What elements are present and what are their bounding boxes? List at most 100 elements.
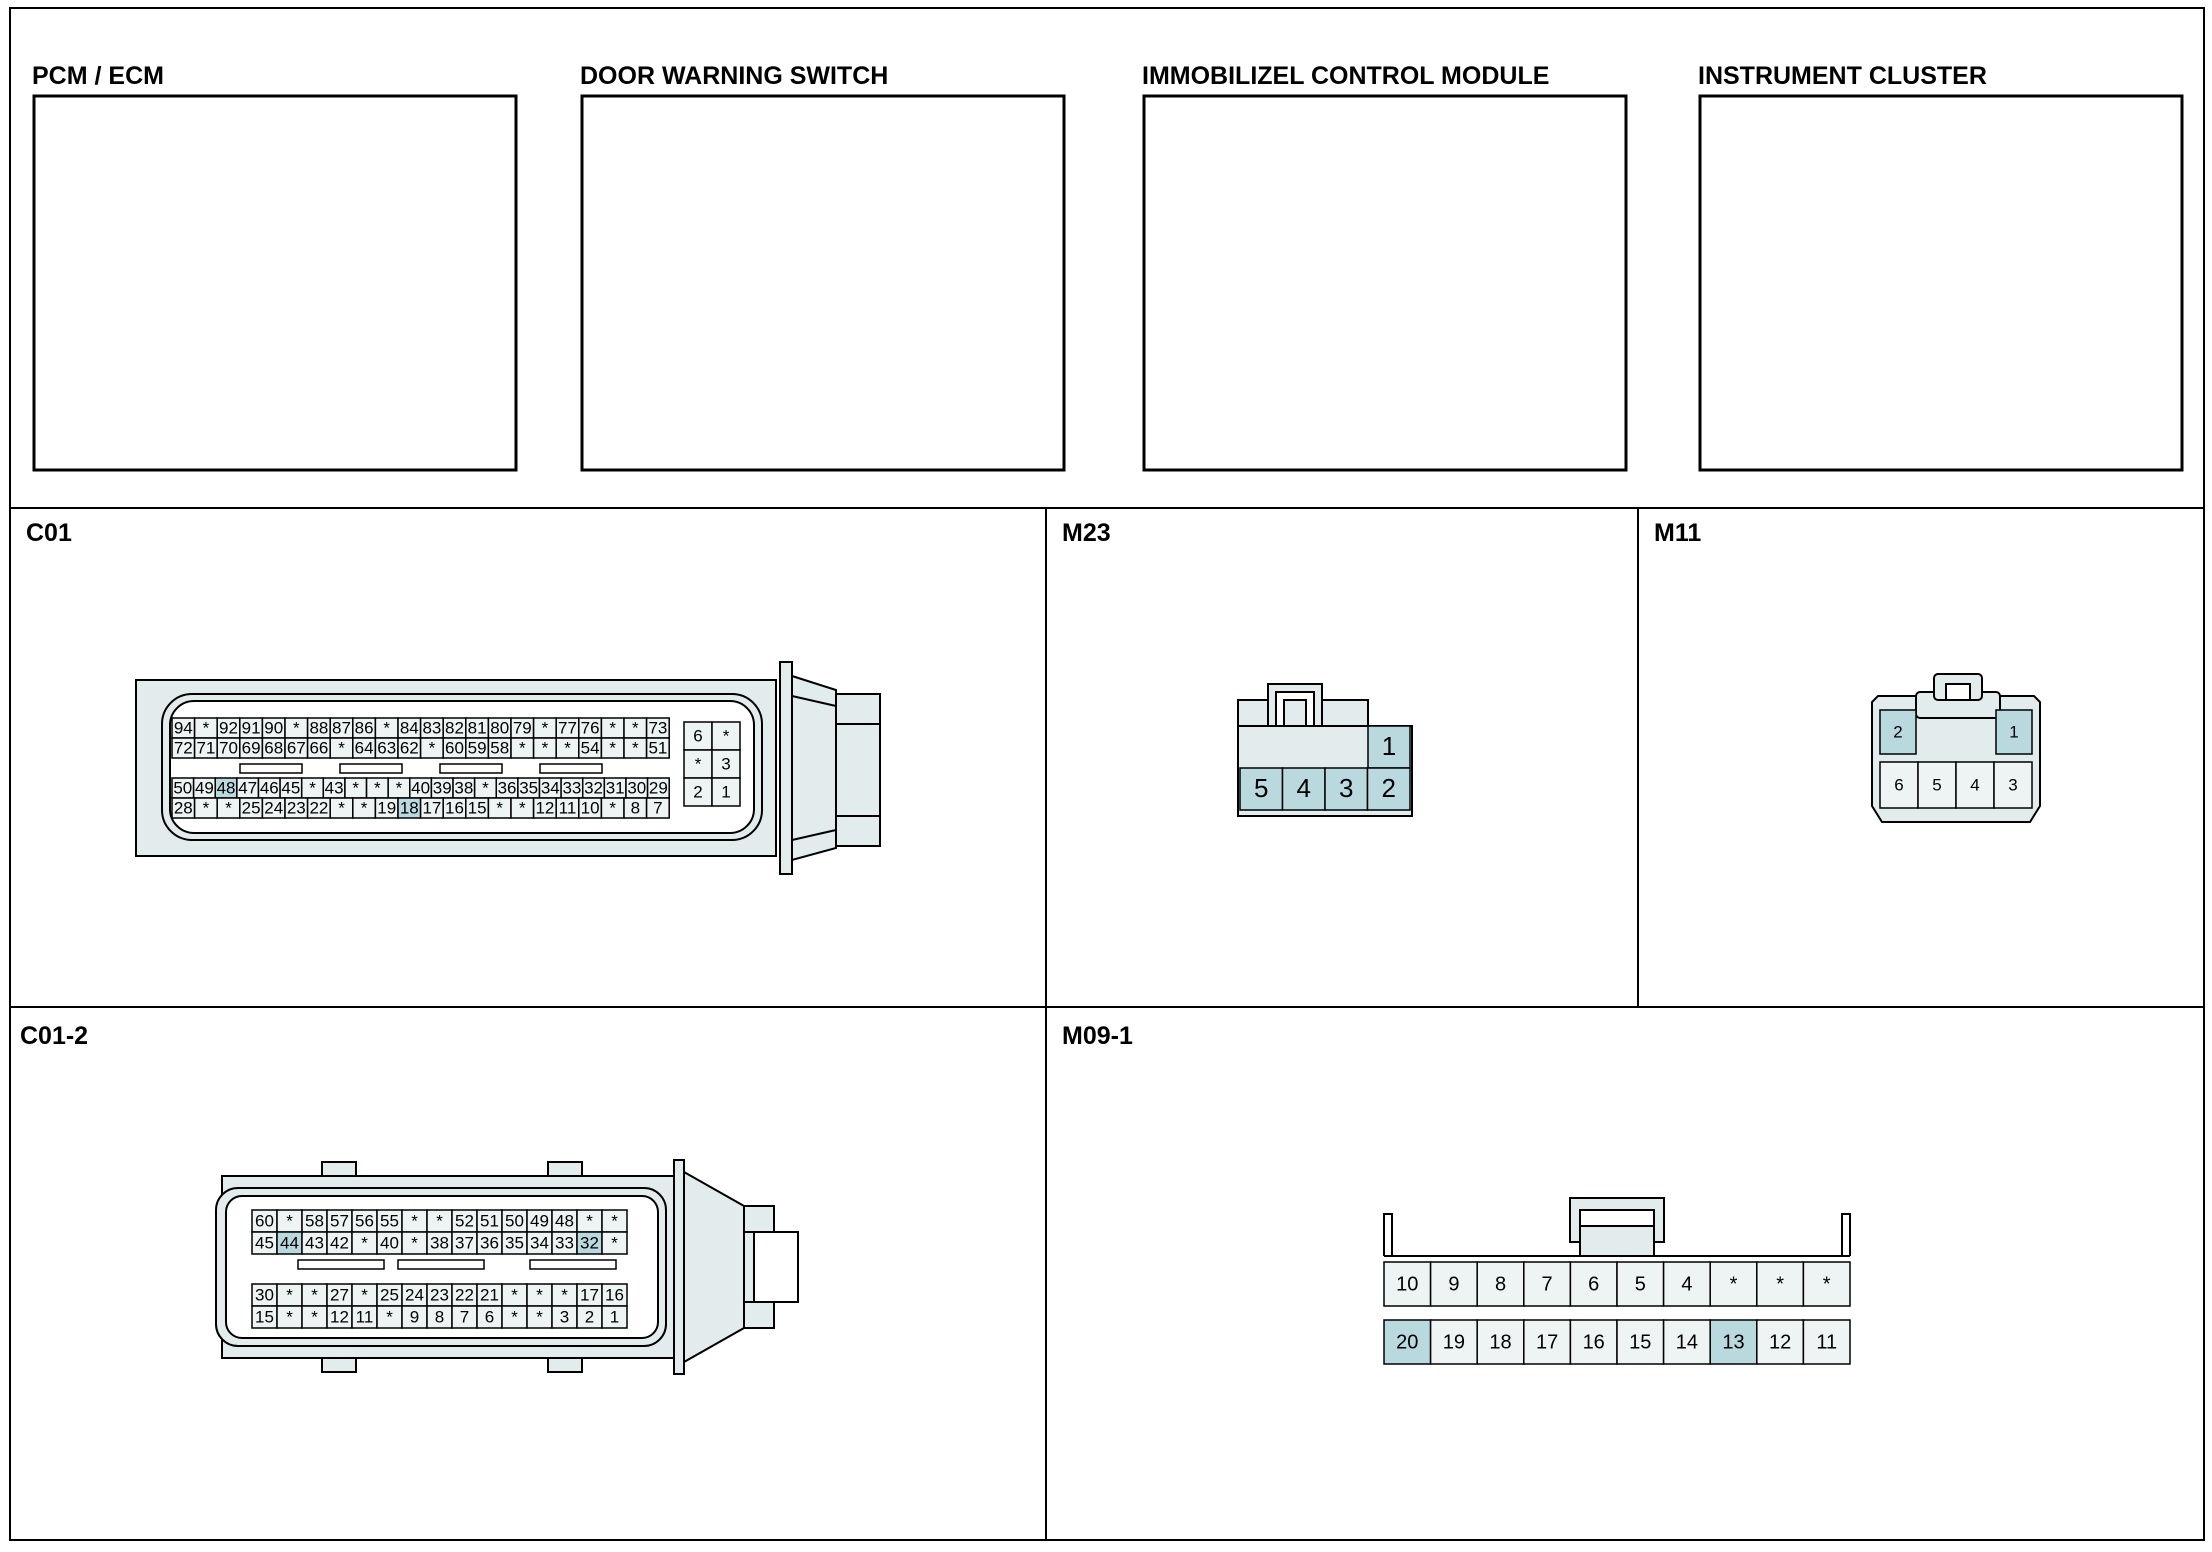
- c01-2-pin-label: 58: [305, 1211, 324, 1230]
- c01-side-pin-label: *: [723, 726, 730, 745]
- c01-pin-label: 48: [217, 778, 236, 797]
- c01-pin-label: 94: [174, 718, 193, 737]
- c01-pin-label: *: [632, 718, 639, 737]
- c01-2-pin-label: 22: [455, 1285, 474, 1304]
- component-title-door-warning-switch: DOOR WARNING SWITCH: [580, 62, 888, 90]
- connector-label-m11: M11: [1654, 519, 1701, 547]
- c01-pin-label: *: [519, 798, 526, 817]
- c01-pin-label: *: [519, 738, 526, 757]
- c01-side-pin-cell: [711, 721, 741, 751]
- m09-1-pin-label: 8: [1495, 1273, 1506, 1295]
- m23-pin-cell: [1281, 767, 1326, 811]
- m23-pin-label: 3: [1339, 773, 1353, 803]
- c01-2-pin-label: *: [511, 1307, 518, 1326]
- c01-pin-label: 58: [490, 738, 509, 757]
- c01-pin-label: 79: [513, 718, 532, 737]
- c01-2-pin-label: *: [436, 1211, 443, 1230]
- m11-pin-label: 1: [2009, 722, 2018, 741]
- c01-pin-label: 71: [196, 738, 215, 757]
- c01-pin-label: *: [338, 738, 345, 757]
- c01-2-pin-label: 21: [480, 1285, 499, 1304]
- m09-1-pin-cell: [1476, 1319, 1525, 1365]
- c01-pin-label: 10: [581, 798, 600, 817]
- c01-2-pin-label: *: [386, 1307, 393, 1326]
- m09-1-pin-label: 19: [1443, 1331, 1465, 1353]
- m23-pin-label: 1: [1382, 731, 1396, 761]
- c01-pin-label: 16: [445, 798, 464, 817]
- c01-pin-label: 77: [558, 718, 577, 737]
- m09-1-pin-label: 18: [1489, 1331, 1511, 1353]
- c01-2-pin-label: 35: [505, 1233, 524, 1252]
- c01-2-pin-label: *: [361, 1285, 368, 1304]
- m09-1-pin-cell: [1756, 1319, 1805, 1365]
- c01-pin-label: 67: [287, 738, 306, 757]
- c01-side-pin-label: 1: [721, 782, 730, 801]
- c01-pin-label: 86: [355, 718, 374, 737]
- m09-1-pin-label: 11: [1816, 1331, 1837, 1353]
- c01-2-pin-label: 36: [480, 1233, 499, 1252]
- c01-pin-label: 50: [173, 778, 192, 797]
- m11-pin-cell: [1955, 761, 1995, 809]
- c01-2-pin-label: 2: [585, 1307, 594, 1326]
- c01-pin-label: 34: [541, 778, 560, 797]
- c01-pin-label: 32: [584, 778, 603, 797]
- m09-1-pin-label: 7: [1542, 1273, 1553, 1295]
- c01-2-key-slots: [297, 1259, 617, 1270]
- c01-pin-label: 64: [355, 738, 374, 757]
- c01-2-pin-label: 44: [280, 1233, 299, 1252]
- c01-2-pin-label: *: [311, 1307, 318, 1326]
- c01-pin-label: 25: [242, 798, 261, 817]
- c01-2-pin-label: 51: [480, 1211, 499, 1230]
- c01-side-pin-label: *: [695, 754, 702, 773]
- m11-pin-cell: [1879, 709, 1917, 755]
- c01-2-pin-label: *: [536, 1307, 543, 1326]
- c01-pin-label: 59: [468, 738, 487, 757]
- c01-2-pin-label: 48: [555, 1211, 574, 1230]
- c01-pin-label: *: [429, 738, 436, 757]
- c01-pin-label: 72: [174, 738, 193, 757]
- m23-pin-label: 4: [1297, 773, 1311, 803]
- c01-2-pin-label: 55: [380, 1211, 399, 1230]
- c01-pin-label: 15: [468, 798, 487, 817]
- c01-pin-label: *: [309, 778, 316, 797]
- m09-1-pin-label: *: [1823, 1273, 1831, 1295]
- c01-2-pin-label: 9: [410, 1307, 419, 1326]
- m09-1-pin-label: 10: [1396, 1273, 1418, 1295]
- m09-1-pin-label: 9: [1448, 1273, 1459, 1295]
- c01-2-pin-label: *: [561, 1285, 568, 1304]
- c01-pin-label: *: [374, 778, 381, 797]
- m09-1-pin-label: 13: [1722, 1331, 1744, 1353]
- c01-2-pin-label: 56: [355, 1211, 374, 1230]
- connector-m09-1: [1383, 1197, 1851, 1257]
- connector-label-c01-2: C01-2: [20, 1022, 88, 1050]
- c01-side-pin-label: 6: [693, 726, 702, 745]
- c01-side-pin-cell: [711, 777, 741, 807]
- c01-2-pin-label: 12: [330, 1307, 349, 1326]
- c01-pin-label: 43: [325, 778, 344, 797]
- c01-pin-label: 18: [400, 798, 419, 817]
- c01-pin-label: *: [564, 738, 571, 757]
- page-frame: [9, 7, 2205, 1541]
- c01-side-pin-cell: [711, 749, 741, 779]
- c01-2-pin-label: 3: [560, 1307, 569, 1326]
- c01-2-pin-label: *: [361, 1233, 368, 1252]
- component-box-door-warning-switch: DOOR WARNING SWITCH: [580, 62, 1066, 472]
- m23-pin-label: 2: [1382, 773, 1396, 803]
- m11-pin-label: 5: [1932, 775, 1941, 794]
- c01-pin-label: *: [609, 738, 616, 757]
- m09-1-pin-label: 20: [1396, 1331, 1418, 1353]
- c01-pin-label: *: [293, 718, 300, 737]
- connector-label-c01: C01: [26, 519, 72, 547]
- c01-pin-label: 83: [422, 718, 441, 737]
- m09-1-pin-cell: [1709, 1319, 1758, 1365]
- c01-pin-label: 70: [219, 738, 238, 757]
- c01-pin-label: 80: [490, 718, 509, 737]
- m09-1-pin-cell: [1383, 1261, 1432, 1307]
- m09-1-pin-label: 6: [1588, 1273, 1599, 1295]
- c01-pin-label: *: [338, 798, 345, 817]
- c01-pin-label: *: [542, 738, 549, 757]
- c01-pin-label: 35: [519, 778, 538, 797]
- m11-pin-label: 3: [2008, 775, 2017, 794]
